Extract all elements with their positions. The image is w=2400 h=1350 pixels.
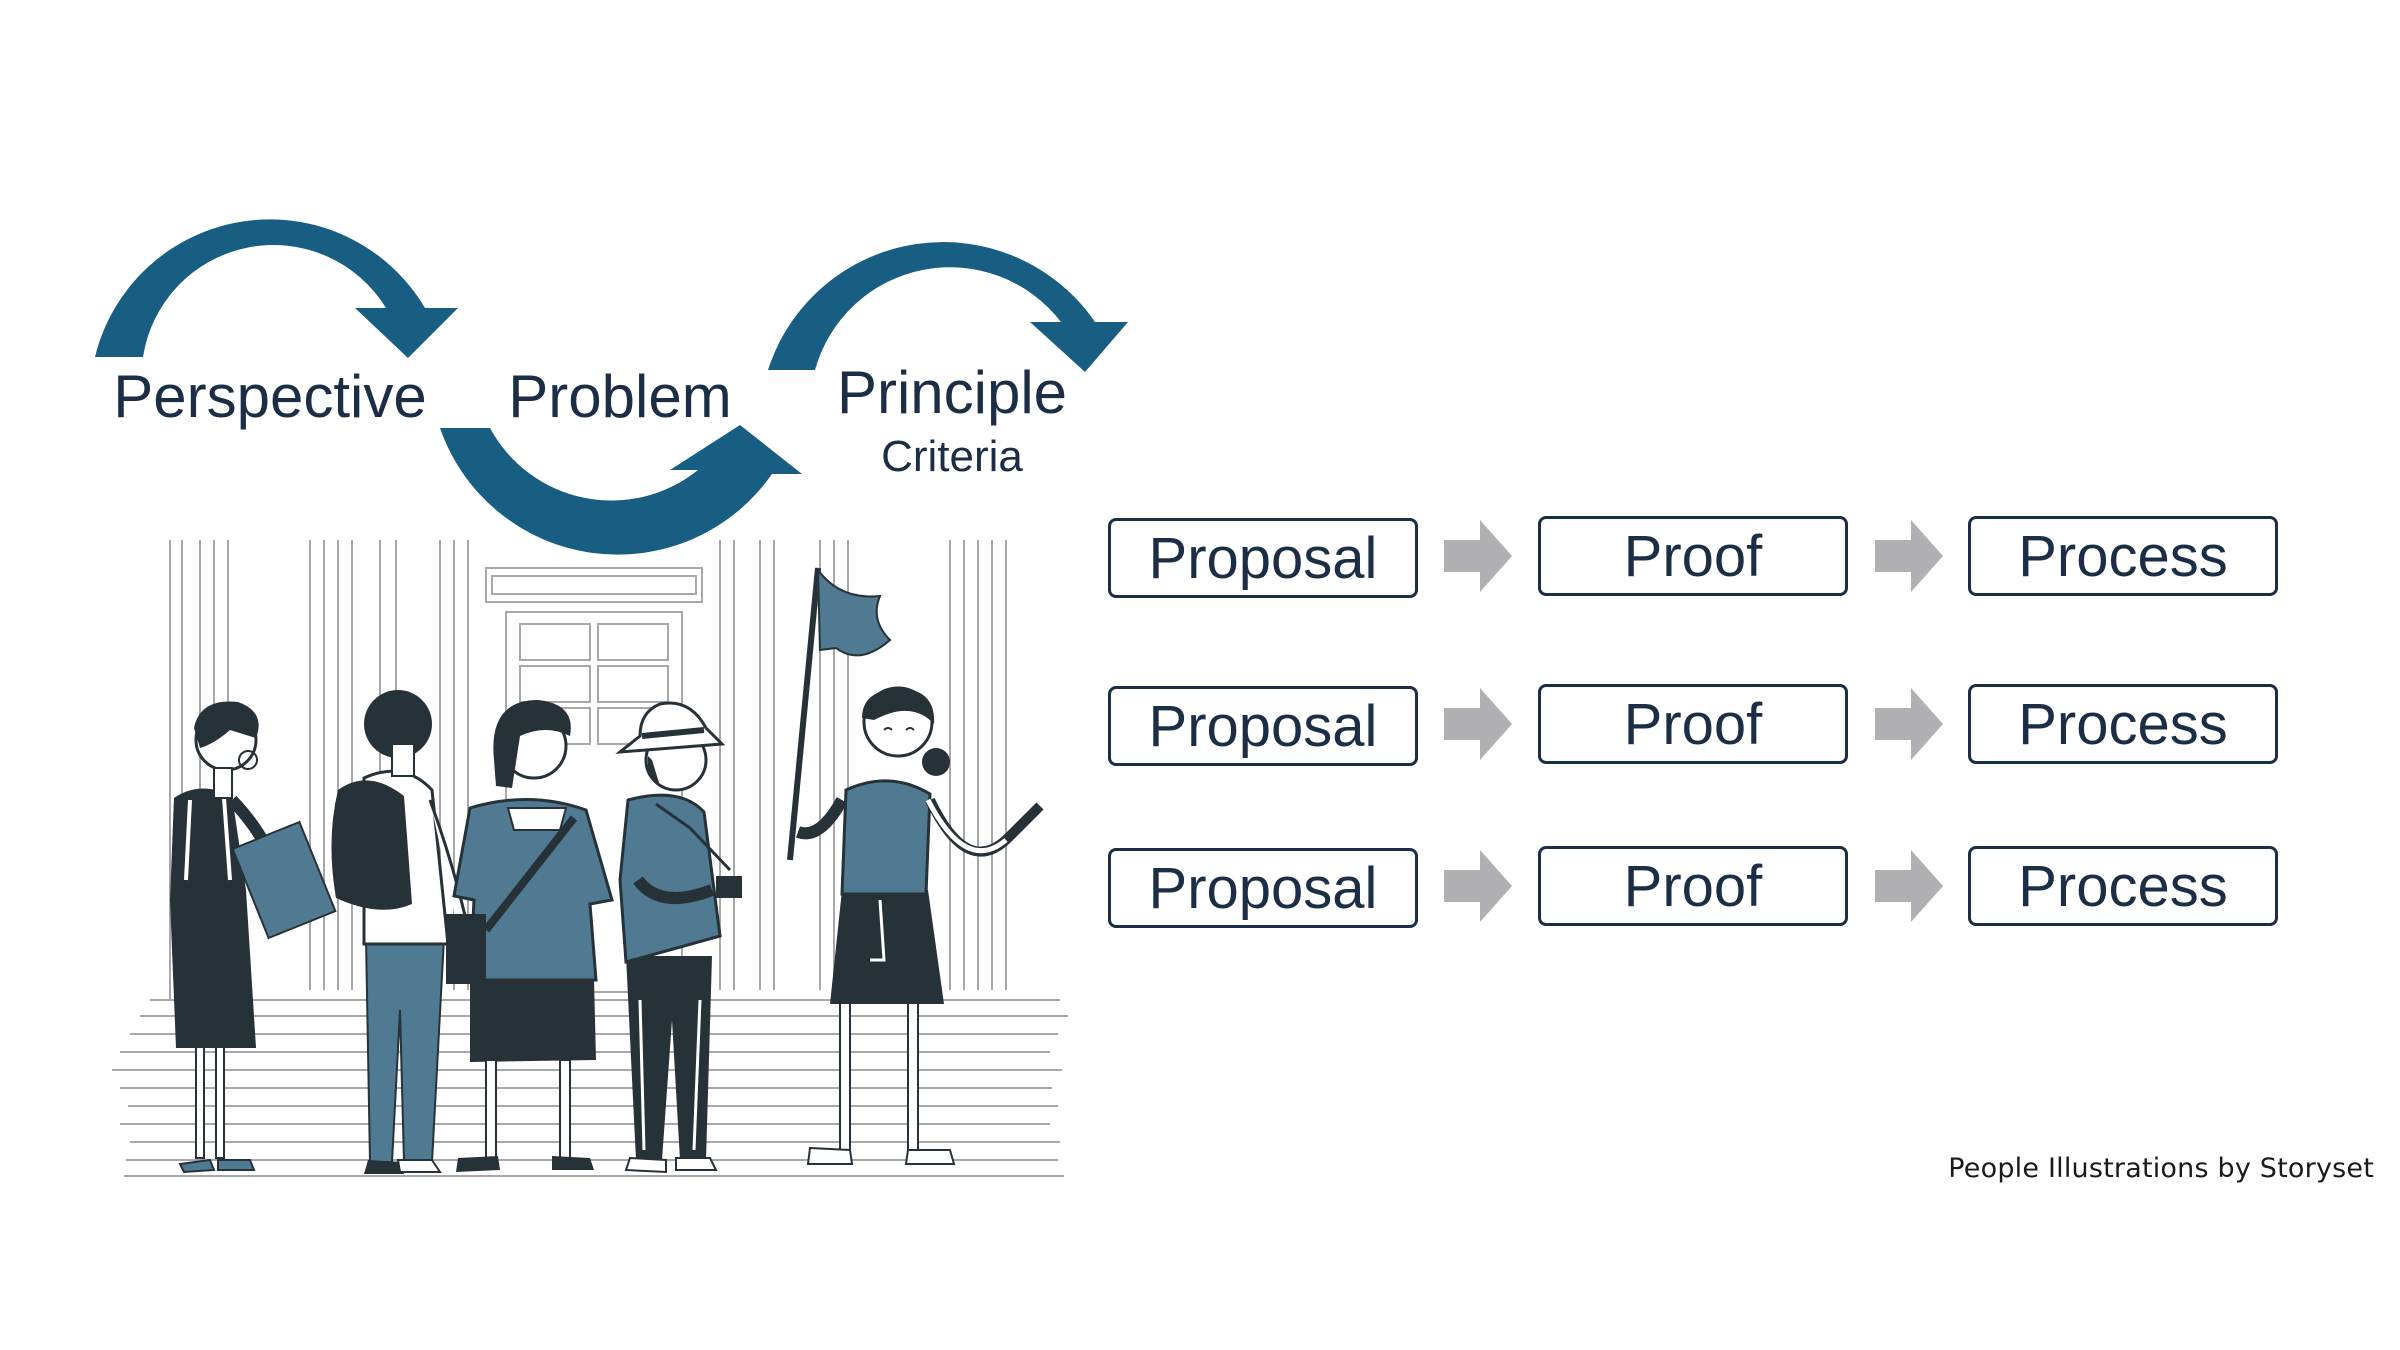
flow-arrow-gray (1444, 850, 1512, 922)
illustration-credit: People Illustrations by Storyset (1948, 1153, 2374, 1184)
person-with-backpack-illustration (331, 690, 468, 1174)
flow-box-proposal: Proposal (1108, 848, 1418, 928)
problem-to-principle-arrow (440, 425, 802, 555)
flow-box-proof: Proof (1538, 516, 1848, 596)
cycle-label-principle: Principle (836, 359, 1068, 426)
flow-arrow-gray (1444, 520, 1512, 592)
flow-box-process: Process (1968, 846, 2278, 926)
cycle-sublabel-criteria: Criteria (881, 432, 1023, 481)
flow-arrow-gray (1875, 850, 1943, 922)
person-with-bag-illustration (446, 700, 614, 1172)
flow-arrow-gray (1875, 520, 1943, 592)
flow-box-process: Process (1968, 684, 2278, 764)
principle-to-proposal-arrow (768, 242, 1128, 372)
cycle-label-problem: Problem (508, 363, 732, 430)
flow-box-process: Process (1968, 516, 2278, 596)
flow-box-proposal: Proposal (1108, 518, 1418, 598)
tour-guide-with-flag-illustration (787, 566, 1044, 1165)
flow-box-proof: Proof (1538, 684, 1848, 764)
flow-box-proposal: Proposal (1108, 686, 1418, 766)
flow-arrow-gray (1444, 688, 1512, 760)
person-with-camera-illustration (615, 701, 742, 1174)
person-reading-map-illustration (170, 701, 337, 1174)
cycle-label-perspective: Perspective (113, 363, 427, 430)
flow-box-proof: Proof (1538, 846, 1848, 926)
perspective-to-problem-arrow (95, 219, 458, 358)
flow-arrow-gray (1875, 688, 1943, 760)
